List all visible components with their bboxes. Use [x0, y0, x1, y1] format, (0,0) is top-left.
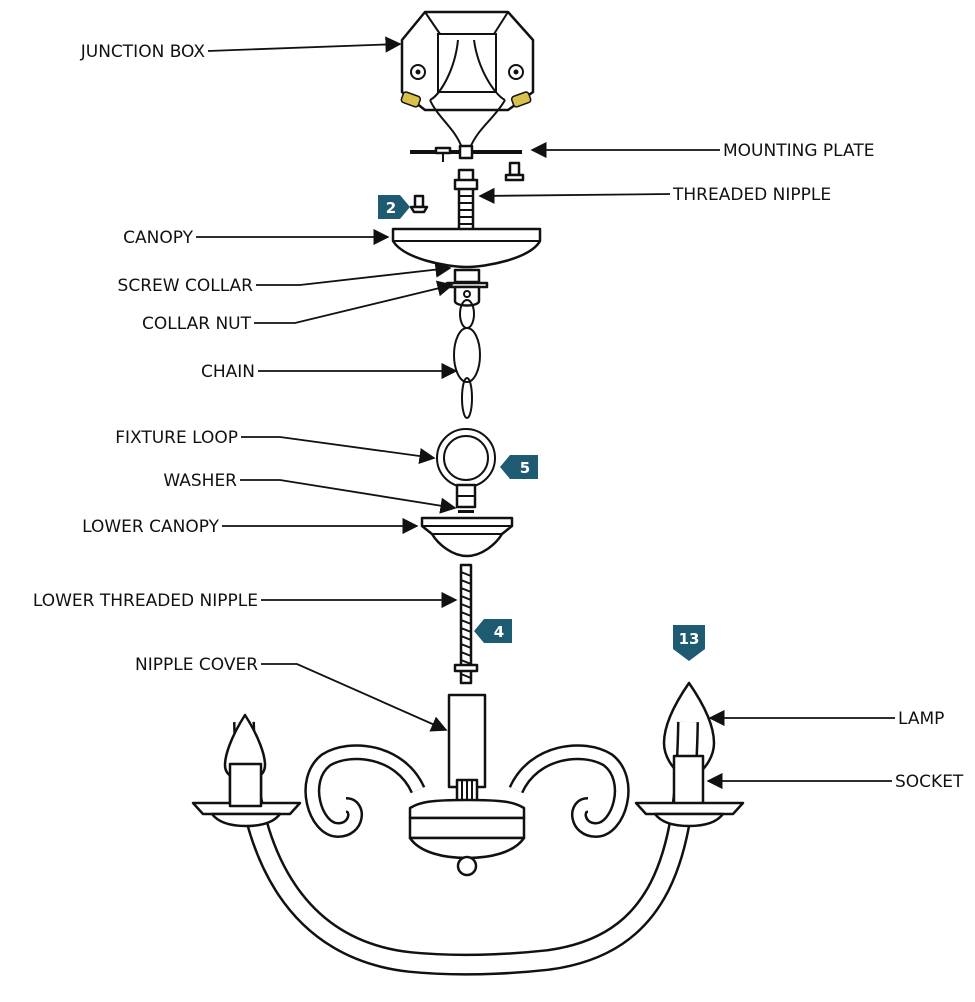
wire-nut-left	[400, 91, 422, 108]
wire-nut-right	[510, 91, 532, 108]
chain	[453, 299, 481, 419]
label-socket: SOCKET	[895, 772, 964, 792]
step-badge-13-label: 13	[679, 630, 700, 648]
chandelier-body	[191, 713, 745, 976]
screw-icon	[434, 146, 452, 162]
step-badge-13: 13	[673, 625, 705, 661]
step-badge-4: 4	[474, 619, 512, 643]
screw-collar	[445, 268, 489, 307]
canopy-screw-icon	[409, 194, 429, 214]
label-lamp: LAMP	[898, 709, 944, 729]
label-canopy: CANOPY	[123, 228, 193, 248]
step-badge-4-label: 4	[494, 623, 504, 641]
label-nipple-cover: NIPPLE COVER	[135, 655, 258, 675]
leader-lines	[196, 36, 895, 790]
step-badge-5-label: 5	[520, 459, 530, 477]
lower-threaded-nipple	[453, 563, 479, 685]
step-badge-2-label: 2	[386, 199, 396, 217]
mounting-plate	[410, 144, 525, 182]
label-junction-box: JUNCTION BOX	[80, 42, 206, 62]
label-washer: WASHER	[163, 471, 237, 491]
step-badge-5: 5	[500, 455, 538, 479]
label-threaded-nipple: THREADED NIPPLE	[672, 185, 831, 205]
lower-canopy	[420, 516, 514, 558]
step-badge-2: 2	[378, 195, 410, 219]
label-mounting-plate: MOUNTING PLATE	[723, 141, 874, 161]
label-chain: CHAIN	[201, 362, 255, 382]
threaded-nipple	[453, 168, 479, 232]
nipple-cover	[447, 693, 487, 789]
label-screw-collar: SCREW COLLAR	[118, 276, 254, 296]
washer	[458, 510, 474, 513]
canopy	[391, 227, 542, 269]
label-collar-nut: COLLAR NUT	[142, 314, 252, 334]
fixture-loop	[436, 428, 496, 509]
label-lower-canopy: LOWER CANOPY	[82, 517, 219, 537]
label-lower-threaded-nipple: LOWER THREADED NIPPLE	[33, 591, 258, 611]
junction-box	[400, 10, 535, 149]
screw-icon	[504, 161, 525, 182]
label-fixture-loop: FIXTURE LOOP	[115, 428, 238, 448]
